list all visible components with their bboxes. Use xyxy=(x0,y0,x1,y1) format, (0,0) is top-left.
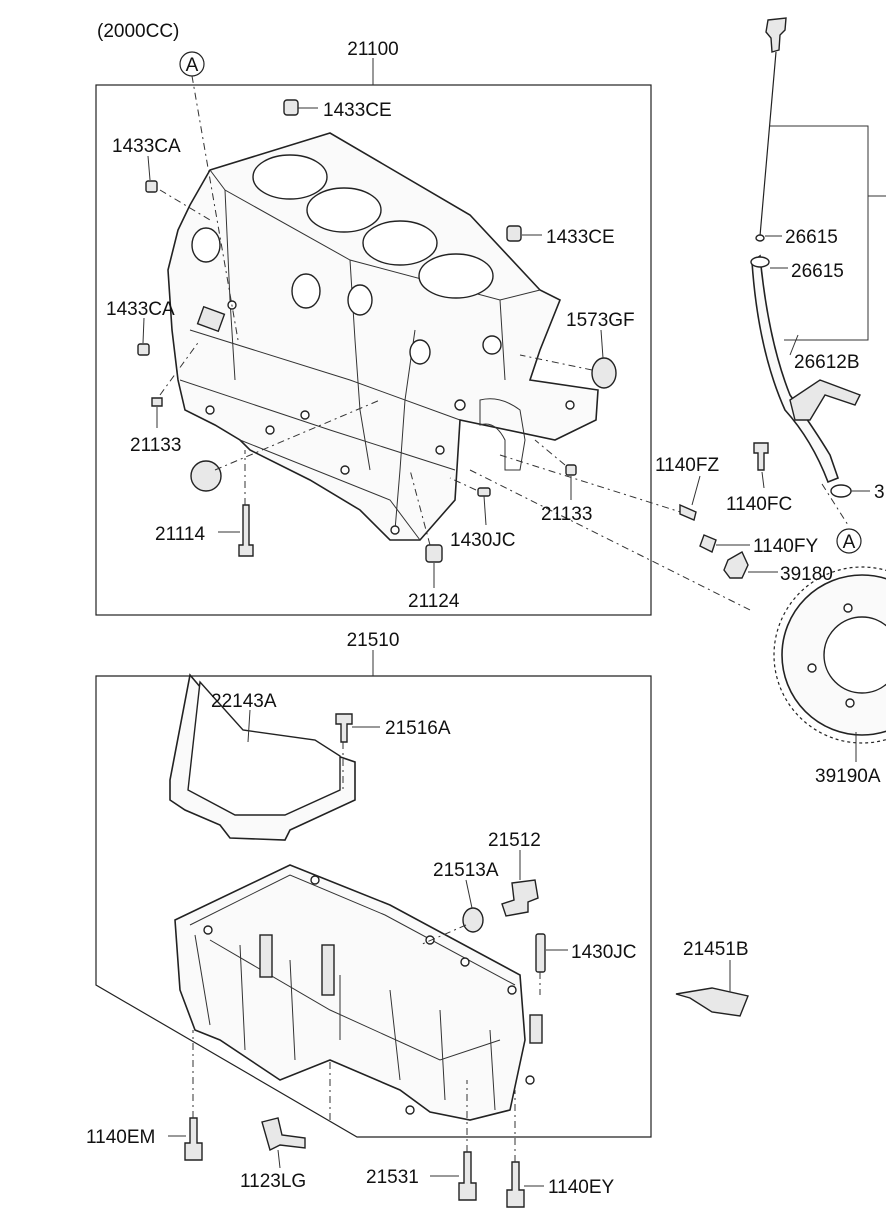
label-1430jc-pan: 1430JC xyxy=(571,942,637,963)
label-1433ce-top: 1433CE xyxy=(323,100,392,121)
drain-gasket-21513a xyxy=(462,907,484,933)
label-21510: 21510 xyxy=(347,630,400,651)
label-1573gf: 1573GF xyxy=(566,310,635,331)
ref-a-right-label: A xyxy=(843,532,856,553)
seal-left xyxy=(190,460,222,492)
label-21133-right: 21133 xyxy=(541,504,592,525)
cylinder-bore-4 xyxy=(418,253,494,299)
label-21516a: 21516A xyxy=(385,718,451,739)
bolt-1140em xyxy=(184,1117,203,1161)
label-26612b: 26612B xyxy=(794,352,860,373)
ref-circle-a-right xyxy=(836,528,862,554)
label-1433ce-right: 1433CE xyxy=(546,227,615,248)
engine-displacement-label: (2000CC) xyxy=(97,21,179,42)
pan-assembly-frame xyxy=(95,675,652,1138)
label-1123lg: 1123LG xyxy=(240,1171,306,1192)
oil-pan xyxy=(174,864,543,1121)
seal-1573gf xyxy=(591,357,617,389)
tube-ring-lower xyxy=(750,256,770,268)
bolt-21133-left xyxy=(151,397,163,407)
label-1140em: 1140EM xyxy=(86,1127,155,1148)
tube-ring-upper xyxy=(755,234,765,242)
sealant-tube-21451b xyxy=(675,987,749,1017)
ref-a-left-label: A xyxy=(186,55,199,76)
label-1140fz: 1140FZ xyxy=(655,455,719,476)
label-21451b: 21451B xyxy=(683,939,749,960)
o-ring-tube-end xyxy=(830,484,852,498)
bolt-21114 xyxy=(238,504,254,557)
cylinder-bore-2 xyxy=(306,187,382,233)
label-21133-left: 21133 xyxy=(130,435,181,456)
bolt-1140fz xyxy=(679,503,697,521)
bolt-21133-right xyxy=(565,464,577,476)
target-wheel-39190a xyxy=(773,566,886,744)
plug-1433ca-top xyxy=(145,180,158,193)
label-1140ey: 1140EY xyxy=(548,1177,615,1198)
label-1140fc: 1140FC xyxy=(726,494,792,515)
crank-sensor-39180 xyxy=(723,551,749,579)
label-21513a: 21513A xyxy=(433,860,499,881)
label-21124: 21124 xyxy=(408,591,460,612)
dowel-21124 xyxy=(425,544,443,563)
bolt-21516a xyxy=(335,713,353,743)
ref-circle-a-left xyxy=(179,51,205,77)
label-21100: 21100 xyxy=(347,39,398,60)
label-26615-lower: 26615 xyxy=(791,261,844,282)
plug-1433ca-mid xyxy=(137,343,150,356)
cylinder-block xyxy=(167,132,599,541)
label-21512: 21512 xyxy=(488,830,541,851)
label-1140fy: 1140FY xyxy=(753,536,818,557)
pin-1430jc-pan xyxy=(535,933,546,973)
label-21114: 21114 xyxy=(155,524,205,545)
plug-1433ce-top xyxy=(283,99,299,116)
drain-plug-21512 xyxy=(501,879,539,917)
label-1430jc-block: 1430JC xyxy=(450,530,516,551)
label-1433ca-mid: 1433CA xyxy=(106,299,175,320)
cylinder-bore-3 xyxy=(362,220,438,266)
oil-dipstick xyxy=(759,17,787,237)
label-26615-upper: 26615 xyxy=(785,227,838,248)
label-39180: 39180 xyxy=(780,564,833,585)
label-22143a: 22143A xyxy=(211,691,277,712)
bolt-1140fc xyxy=(753,442,769,471)
pin-1430jc-block xyxy=(477,487,491,497)
bolt-1140fy xyxy=(699,534,717,553)
plug-1433ce-right xyxy=(506,225,522,242)
bolt-1140ey xyxy=(506,1161,525,1208)
guide-tube-26612b xyxy=(751,254,840,484)
label-1433ca-top: 1433CA xyxy=(112,136,181,157)
cylinder-bore-1 xyxy=(252,154,328,200)
bolt-21531 xyxy=(458,1151,477,1201)
tube-bracket xyxy=(789,379,861,421)
label-21531: 21531 xyxy=(366,1167,419,1188)
bolt-1123lg xyxy=(261,1117,306,1152)
label-3-partial: 3 xyxy=(874,482,885,503)
label-39190a: 39190A xyxy=(815,766,881,787)
